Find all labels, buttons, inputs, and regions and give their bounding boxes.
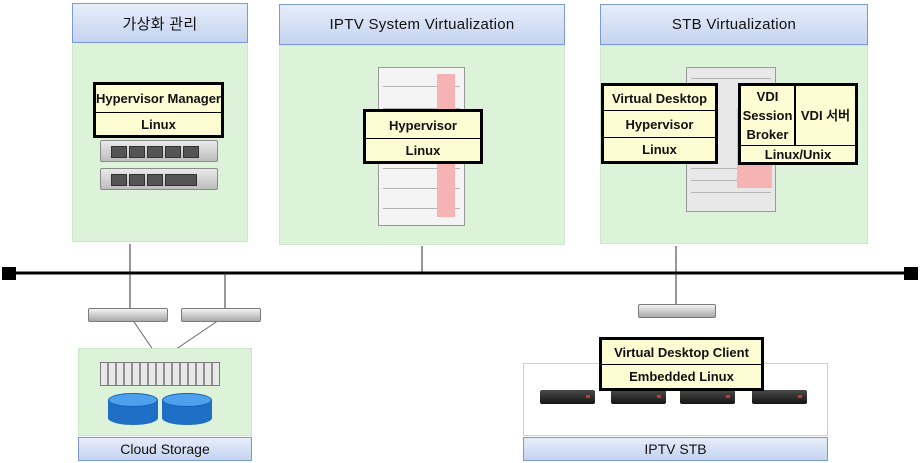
virtual-desktop-box: Virtual Desktop <box>601 83 718 111</box>
mgmt-server-1 <box>100 140 218 162</box>
stb-linux-box: Linux <box>601 137 718 164</box>
cloud-storage-label: Cloud Storage <box>78 437 252 461</box>
vdi-server-box: VDI 서버 <box>795 83 858 146</box>
iptv-linux-box: Linux <box>363 138 483 164</box>
stb-switch <box>638 304 716 318</box>
stb-hypervisor-box: Hypervisor <box>601 110 718 138</box>
broker-line-2: Session <box>742 108 793 123</box>
set-top-box-4 <box>752 390 807 404</box>
set-top-box-1 <box>540 390 595 404</box>
hypervisor-manager-box: Hypervisor Manager <box>93 82 224 113</box>
broker-line-3: Broker <box>746 127 789 142</box>
storage-disk-2-icon <box>162 393 212 425</box>
set-top-box-3 <box>680 390 735 404</box>
network-endpoint-right <box>904 267 918 280</box>
storage-array <box>100 362 220 386</box>
iptv-system-header: IPTV System Virtualization <box>279 4 565 45</box>
storage-disk-1-icon <box>108 393 158 425</box>
vdi-session-broker-box: VDI Session Broker <box>738 83 797 146</box>
network-endpoint-left <box>2 267 16 280</box>
iptv-hypervisor-box: Hypervisor <box>363 109 483 139</box>
broker-line-1: VDI <box>756 89 779 104</box>
mgmt-linux-box: Linux <box>93 112 224 138</box>
linux-unix-box: Linux/Unix <box>738 145 858 165</box>
storage-switch-2 <box>181 308 261 322</box>
virtualization-mgmt-header: 가상화 관리 <box>72 3 248 43</box>
virtual-desktop-client-box: Virtual Desktop Client <box>599 337 764 365</box>
stb-header: STB Virtualization <box>600 4 868 45</box>
mgmt-server-2 <box>100 168 218 190</box>
set-top-box-2 <box>611 390 666 404</box>
embedded-linux-box: Embedded Linux <box>599 364 764 391</box>
storage-switch-1 <box>88 308 168 322</box>
iptv-stb-label: IPTV STB <box>523 437 828 461</box>
